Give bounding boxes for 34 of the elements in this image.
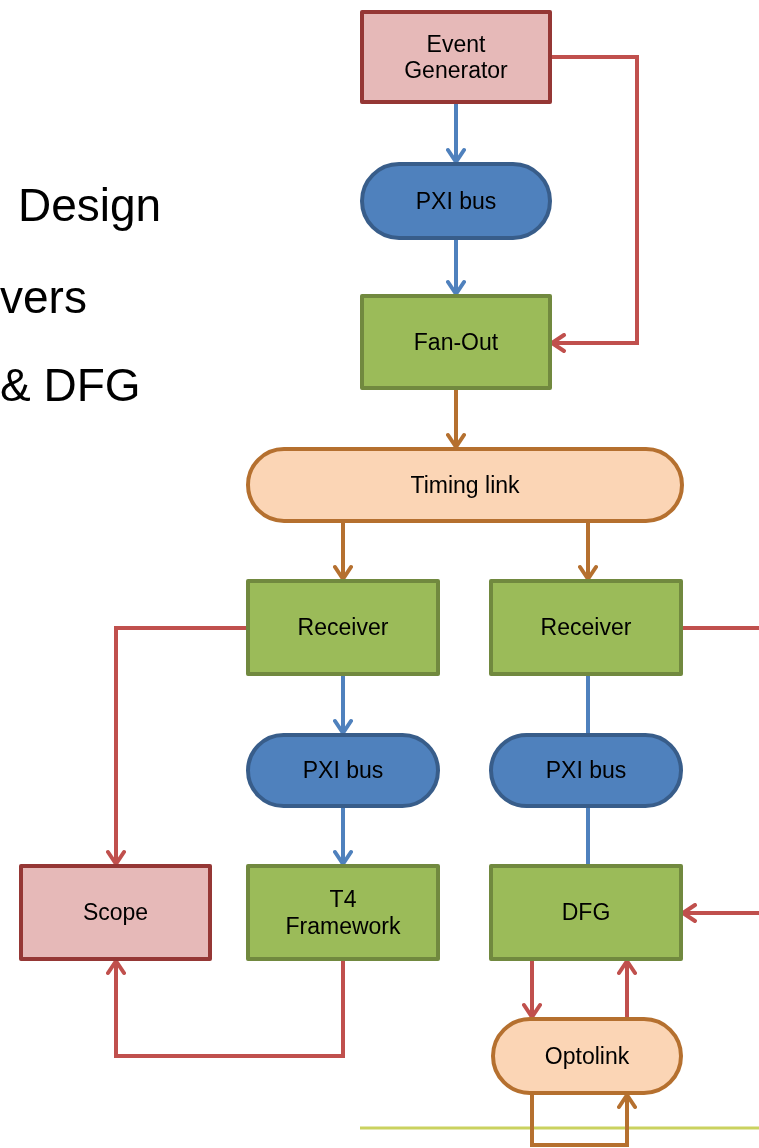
connector-arrow xyxy=(106,626,246,866)
module-box xyxy=(246,579,440,676)
connector-arrow xyxy=(106,959,345,1058)
slide-text: vers xyxy=(0,270,87,324)
connector-arrow xyxy=(578,523,598,581)
node-label: Scope xyxy=(81,899,150,926)
node-label: Event Generator xyxy=(403,30,509,84)
module-box xyxy=(489,864,683,961)
connector-arrow xyxy=(446,240,466,296)
node-label: Receiver xyxy=(539,614,633,641)
event-box xyxy=(360,10,552,104)
node-label: PXI bus xyxy=(301,757,385,784)
connector-arrow xyxy=(333,523,353,581)
node-label: Receiver xyxy=(296,614,390,641)
connector-arrow xyxy=(333,676,353,735)
connector-arrow xyxy=(446,390,466,449)
event-box xyxy=(19,864,212,961)
connector-arrow xyxy=(522,961,542,1019)
connector-arrow xyxy=(333,808,353,866)
connector-arrow xyxy=(617,959,637,1017)
module-box xyxy=(489,579,683,676)
slide-text: & DFG xyxy=(0,358,141,412)
connector-arrow xyxy=(530,1093,637,1147)
module-box xyxy=(246,864,440,961)
connector-arrow xyxy=(446,104,466,164)
node-label: PXI bus xyxy=(544,757,628,784)
node-label: PXI bus xyxy=(414,187,498,215)
module-box xyxy=(360,294,552,390)
node-label: T4 Framework xyxy=(284,886,402,939)
node-label: Optolink xyxy=(543,1042,631,1070)
node-label: Timing link xyxy=(409,471,521,499)
node-label: Fan-Out xyxy=(412,328,500,356)
slide-text: Design xyxy=(18,178,162,232)
node-label: DFG xyxy=(560,899,612,926)
